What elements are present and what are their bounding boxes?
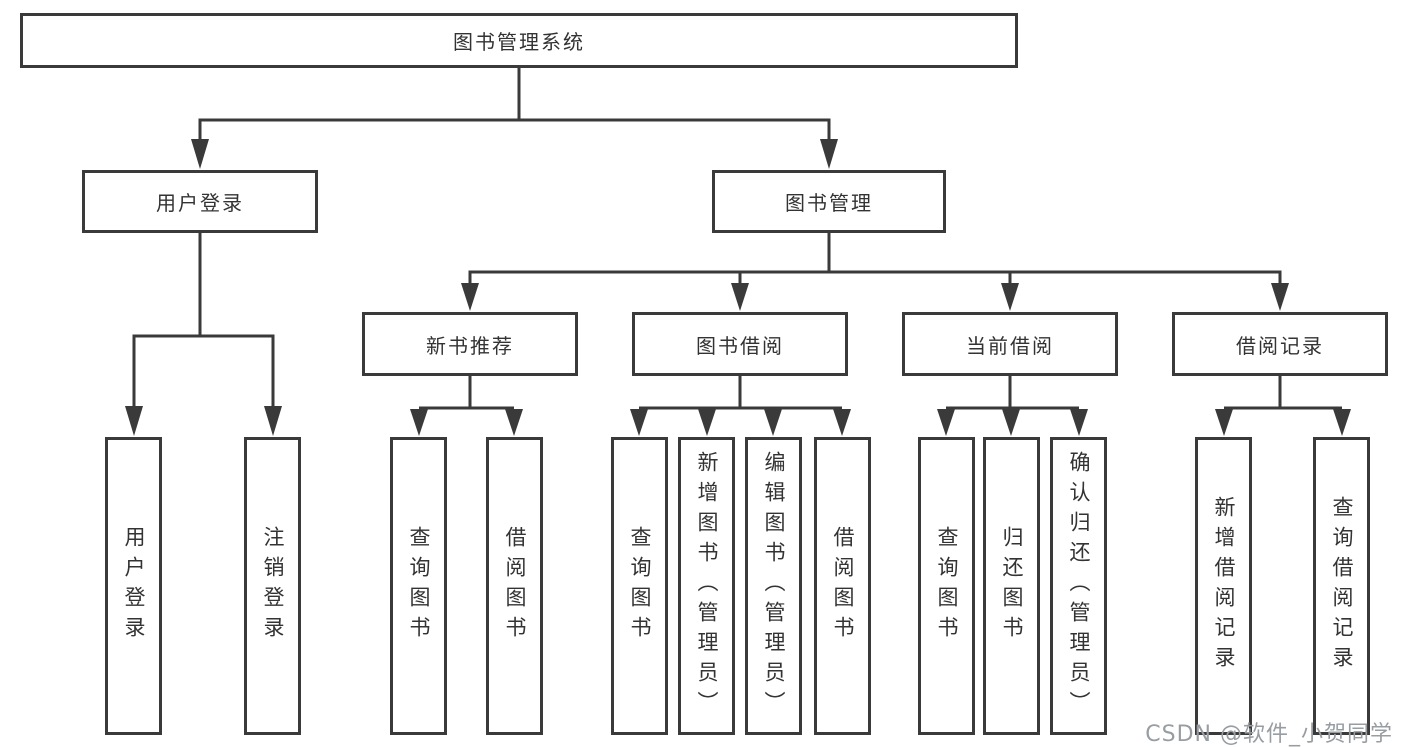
csdn-watermark: CSDN @软件_小贺同学 xyxy=(1145,722,1393,747)
node-current-borrowing: 当前借阅 xyxy=(902,312,1118,376)
leaf-add-books-admin: 新增图书（管理员） xyxy=(678,437,735,735)
node-book-management: 图书管理 xyxy=(712,170,946,233)
node-borrowing-records: 借阅记录 xyxy=(1172,312,1388,376)
leaf-query-borrow-record: 查询借阅记录 xyxy=(1313,437,1370,735)
leaf-user-login: 用户登录 xyxy=(105,437,162,735)
leaf-query-books-current: 查询图书 xyxy=(918,437,975,735)
node-root-system: 图书管理系统 xyxy=(20,13,1018,68)
leaf-query-books-borrowing: 查询图书 xyxy=(611,437,668,735)
node-book-borrowing: 图书借阅 xyxy=(632,312,848,376)
leaf-query-books-recommend: 查询图书 xyxy=(390,437,447,735)
leaf-logout: 注销登录 xyxy=(244,437,301,735)
node-user-login: 用户登录 xyxy=(82,170,318,233)
leaf-confirm-return-admin: 确认归还（管理员） xyxy=(1050,437,1107,735)
node-new-book-recommendation: 新书推荐 xyxy=(362,312,578,376)
leaf-borrow-books-recommend: 借阅图书 xyxy=(486,437,543,735)
leaf-borrow-books-borrowing: 借阅图书 xyxy=(814,437,871,735)
leaf-add-borrow-record: 新增借阅记录 xyxy=(1195,437,1252,735)
arrowheads xyxy=(125,139,1351,436)
leaf-return-books: 归还图书 xyxy=(983,437,1040,735)
leaf-edit-books-admin: 编辑图书（管理员） xyxy=(745,437,802,735)
